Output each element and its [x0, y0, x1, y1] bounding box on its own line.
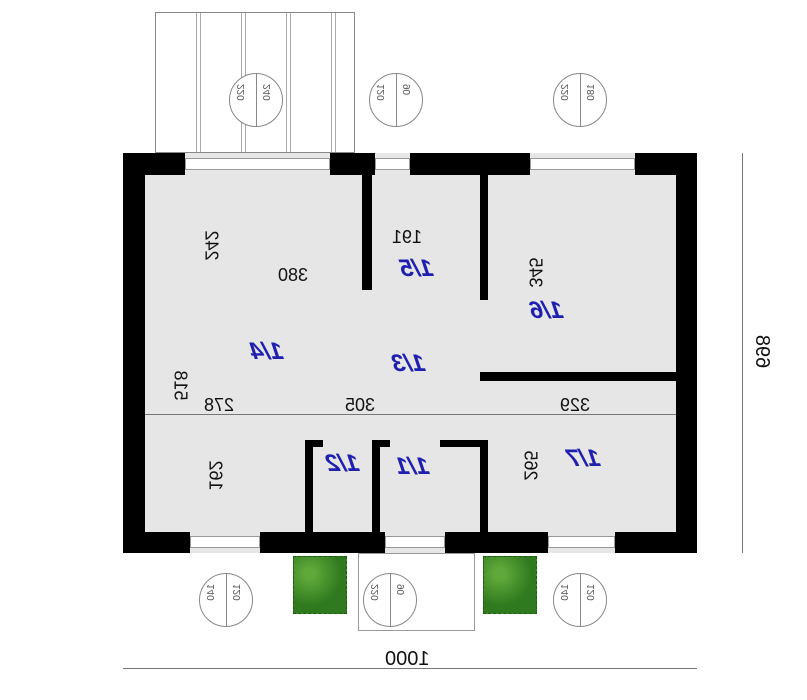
dimension-line: [742, 153, 743, 553]
wall: [305, 440, 313, 532]
dimension-162: 162: [205, 460, 226, 491]
room-label: 1/3: [390, 350, 428, 377]
opening-height: 180: [586, 84, 597, 101]
room-label: 1/5: [398, 255, 436, 282]
wall: [615, 532, 697, 553]
balcony-door: [185, 158, 330, 170]
overall-width: 1000: [385, 648, 430, 670]
dimension-line: [123, 668, 697, 669]
room-label: 1/2: [324, 450, 362, 477]
opening-width: 220: [560, 84, 571, 101]
dimension-329: 329: [560, 395, 591, 415]
wall: [480, 175, 488, 300]
wall: [480, 372, 676, 381]
wall: [260, 532, 385, 553]
opening-marker: 220 180: [553, 73, 607, 127]
wall: [123, 532, 190, 553]
plant-icon: [293, 556, 347, 614]
dimension-305: 305: [345, 395, 376, 415]
window: [375, 158, 410, 170]
wall: [362, 175, 372, 290]
room-label: 1/7: [565, 445, 603, 472]
dimension-265: 265: [520, 450, 541, 481]
entrance-door: [385, 536, 445, 548]
dimension-518: 518: [170, 370, 191, 401]
overall-depth: 698: [751, 334, 774, 369]
dimension-380: 380: [278, 265, 309, 285]
opening-width: 140: [560, 584, 571, 601]
room-label: 1/4: [248, 338, 286, 365]
wall: [372, 440, 390, 447]
opening-height: 90: [402, 84, 413, 96]
plant-icon: [483, 556, 537, 614]
wall: [410, 153, 530, 175]
wall: [480, 440, 488, 532]
wall: [372, 440, 380, 532]
entrance-landing: [358, 553, 475, 631]
opening-width: 220: [236, 84, 247, 101]
dimension-line: [145, 414, 676, 415]
room-label: 1/6: [528, 297, 566, 324]
wall: [123, 153, 145, 553]
wall: [330, 153, 375, 175]
dimension-191: 191: [392, 227, 423, 247]
dimension-345: 345: [525, 257, 546, 288]
opening-marker: 140 120: [553, 573, 607, 627]
opening-marker: 220 240: [229, 73, 283, 127]
floor-area: [123, 153, 697, 553]
opening-width: 140: [206, 584, 217, 601]
opening-width: 120: [376, 84, 387, 101]
wall: [445, 532, 548, 553]
window: [190, 536, 260, 548]
wall: [305, 440, 323, 447]
room-label: 1/1: [394, 453, 432, 480]
wall: [440, 440, 488, 447]
opening-height: 120: [586, 584, 597, 601]
opening-marker: 120 90: [369, 73, 423, 127]
window: [530, 158, 635, 170]
dimension-242: 242: [201, 230, 222, 261]
dimension-278: 278: [204, 395, 235, 415]
wall: [676, 153, 697, 553]
opening-height: 120: [232, 584, 243, 601]
window: [548, 536, 615, 548]
opening-marker: 140 120: [199, 573, 253, 627]
opening-height: 240: [262, 84, 273, 101]
